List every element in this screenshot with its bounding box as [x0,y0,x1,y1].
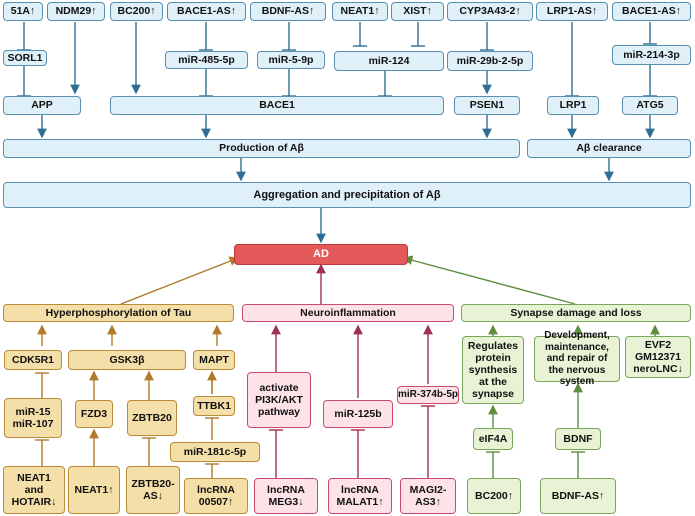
lncrna-neat1-box: NEAT1↑ [332,2,388,21]
mir-214-box: miR-214-3p [612,45,691,65]
mir-124-box: miR-124 [334,51,444,71]
lncrna-malat1-box: lncRNA MALAT1↑ [328,478,392,514]
bc200-box: BC200↑ [467,478,521,514]
lncrna-cyp3a43-box: CYP3A43-2↑ [447,2,533,21]
mir-125b-box: miR-125b [323,400,393,428]
bdnf-box: BDNF [555,428,601,450]
mir-15-107-box: miR-15 miR-107 [4,398,62,438]
lncrna-ndm29-box: NDM29↑ [47,2,105,21]
bace1-box: BACE1 [110,96,444,115]
app-box: APP [3,96,81,115]
mapt-box: MAPT [193,350,235,370]
lrp1-box: LRP1 [547,96,599,115]
mir-374b-box: miR-374b-5p [397,386,459,404]
synapse-header: Synapse damage and loss [461,304,691,322]
lncrna-00507-box: lncRNA 00507↑ [184,478,248,514]
neat1-hotair-box: NEAT1 and HOTAIR↓ [3,466,65,514]
psen1-box: PSEN1 [454,96,520,115]
lncrna-51a-box: 51A↑ [3,2,43,21]
gsk3b-box: GSK3β [68,350,186,370]
fzd3-box: FZD3 [75,400,113,428]
mir-485-box: miR-485-5p [165,51,248,69]
ttbk1-box: TTBK1 [193,396,235,416]
regulates-protein-box: Regulates protein synthesis at the synap… [462,336,524,404]
lncrna-xist-box: XIST↑ [391,2,444,21]
lncrna-bc200-box: BC200↑ [110,2,163,21]
cdk5r1-box: CDK5R1 [4,350,62,370]
zbtb20-box: ZBTB20 [127,400,177,436]
mir-181c-box: miR-181c-5p [170,442,260,462]
sorl1-box: SORL1 [3,50,47,66]
magi2-as3-box: MAGI2- AS3↑ [400,478,456,514]
clearance-box: Aβ clearance [527,139,691,158]
tau-header: Hyperphosphorylation of Tau [3,304,234,322]
lncrna-bace1-as-right-box: BACE1-AS↑ [612,2,691,21]
aggregation-box: Aggregation and precipitation of Aβ [3,182,691,208]
mir-29b-box: miR-29b-2-5p [447,51,533,71]
zbtb20-as-box: ZBTB20- AS↓ [126,466,180,514]
atg5-box: ATG5 [622,96,678,115]
evf2-box: EVF2 GM12371 neroLNC↓ [625,336,691,378]
neat1-box: NEAT1↑ [68,466,120,514]
lncrna-lrp1-as-box: LRP1-AS↑ [536,2,608,21]
lncrna-bdnf-as-box: BDNF-AS↑ [250,2,326,21]
mir-5-9p-box: miR-5-9p [257,51,325,69]
ad-box: AD [234,244,408,265]
lncrna-meg3-box: lncRNA MEG3↓ [254,478,318,514]
production-box: Production of Aβ [3,139,520,158]
lncrna-bace1-as-box: BACE1-AS↑ [167,2,246,21]
eif4a-box: eIF4A [473,428,513,450]
neuroinflammation-header: Neuroinflammation [242,304,454,322]
bdnf-as-box: BDNF-AS↑ [540,478,616,514]
development-box: Development, maintenance, and repair of … [534,330,620,387]
pi3k-akt-box: activate PI3K/AKT pathway [247,372,311,428]
